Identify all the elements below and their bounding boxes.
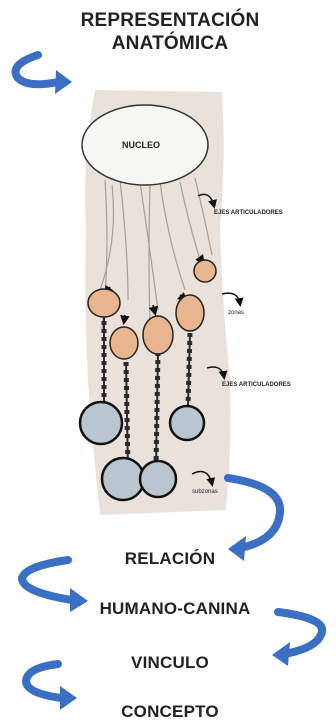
- blue-arrow-left-2: [26, 664, 62, 698]
- step-concepto: CONCEPTO: [80, 702, 260, 722]
- zone-circle: [143, 316, 173, 354]
- subzones-label: subzonas: [192, 489, 218, 495]
- zone-circle: [110, 327, 138, 359]
- subzone-circle: [102, 458, 144, 500]
- step-humano-canina: HUMANO-CANINA: [70, 599, 280, 619]
- step-vinculo: VINCULO: [80, 653, 260, 673]
- axes-label-2: EJES ARTICULADORES: [222, 382, 291, 388]
- subzone-circle: [80, 402, 122, 444]
- step-relacion: RELACIÓN: [80, 549, 260, 569]
- subzone-circle: [170, 406, 204, 440]
- arrowhead: [55, 70, 72, 94]
- zone-circle: [88, 289, 120, 317]
- zones-label: zonas: [228, 310, 244, 316]
- arrowhead: [272, 642, 290, 666]
- blue-arrow-right-1: [228, 478, 280, 548]
- zone-circle: [176, 295, 204, 331]
- subzone-circle: [140, 461, 176, 497]
- blue-arrow-left-1: [22, 560, 72, 600]
- arrowhead: [60, 686, 77, 710]
- blue-arrow-top: [16, 55, 59, 84]
- nucleus-label: NUCLEO: [122, 140, 160, 150]
- zone-circle: [194, 260, 216, 282]
- axes-label-1: EJES ARTICULADORES: [214, 210, 283, 216]
